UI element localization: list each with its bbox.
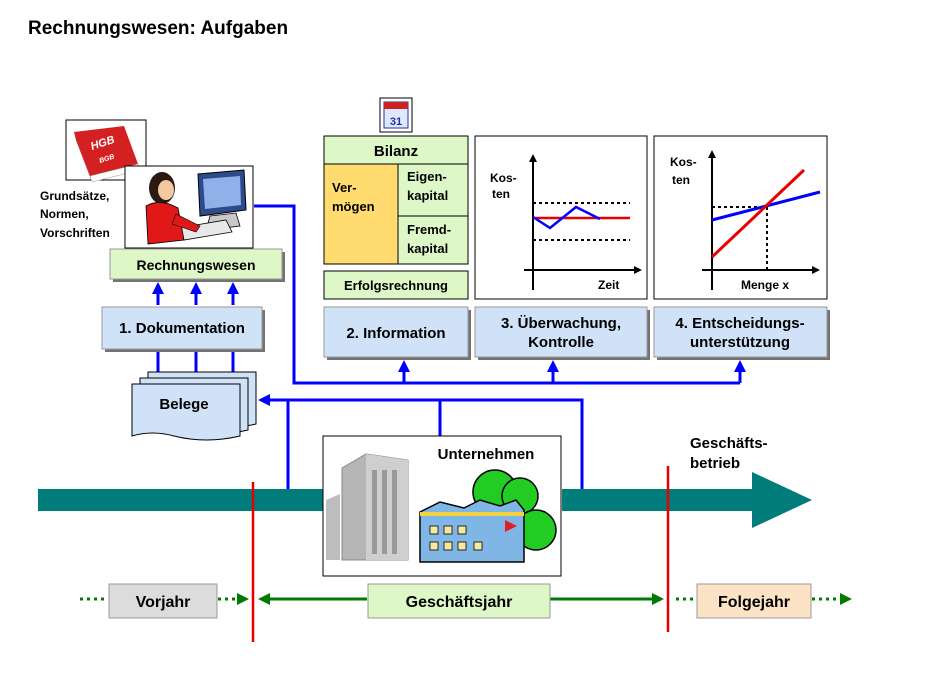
next-year-box xyxy=(696,583,812,619)
company-label: Unternehmen xyxy=(438,446,535,463)
eigenkapital-line-1: Eigen- xyxy=(407,169,447,184)
accountant-at-computer-icon xyxy=(124,165,254,249)
cost-time-ylabel-1: Kos- xyxy=(490,171,517,185)
rechnungswesen-box xyxy=(109,248,283,280)
documentation-arrows xyxy=(152,282,239,305)
vermoegen-line-2: mögen xyxy=(332,199,375,214)
decision-box xyxy=(653,306,828,358)
cost-quantity-xlabel: Menge x xyxy=(741,278,789,292)
fremdkapital-line-2: kapital xyxy=(407,241,448,256)
erfolgsrechnung-label: Erfolgsrechnung xyxy=(344,278,448,293)
current-year-box xyxy=(367,583,551,619)
control-label-1: 3. Überwachung, xyxy=(501,315,621,332)
previous-year-box xyxy=(108,583,218,619)
principles-line-1: Grundsätze, xyxy=(40,189,109,203)
business-label-1: Geschäfts- xyxy=(690,435,768,452)
cost-time-xlabel: Zeit xyxy=(598,278,619,292)
cost-quantity-ylabel-1: Kos- xyxy=(670,155,697,169)
cost-quantity-ylabel-2: ten xyxy=(672,173,690,187)
control-box xyxy=(474,306,648,358)
principles-line-3: Vorschriften xyxy=(40,226,110,240)
cost-time-chart xyxy=(474,135,648,300)
bgb-text: BGB xyxy=(98,153,115,164)
cost-quantity-chart xyxy=(653,135,828,300)
information-label: 2. Information xyxy=(346,325,445,342)
decision-label-1: 4. Entscheidungs- xyxy=(675,315,804,332)
eigenkapital-line-2: kapital xyxy=(407,188,448,203)
documentation-box xyxy=(101,306,263,350)
calendar-icon: 31 xyxy=(379,97,413,133)
information-box xyxy=(323,306,469,358)
next-year-label: Folgejahr xyxy=(718,594,790,611)
principles-line-2: Normen, xyxy=(40,207,89,221)
calendar-number: 31 xyxy=(390,116,402,128)
decision-label-2: unterstützung xyxy=(690,334,790,351)
current-year-label: Geschäftsjahr xyxy=(406,594,513,611)
control-label-2: Kontrolle xyxy=(528,334,594,351)
hgb-book-icon: HGB BGB xyxy=(65,119,147,183)
vermoegen-line-1: Ver- xyxy=(332,180,357,195)
information-flow-lines xyxy=(254,204,746,500)
fremdkapital-line-1: Fremd- xyxy=(407,222,451,237)
rechnungswesen-label: Rechnungswesen xyxy=(136,257,255,273)
belege-label: Belege xyxy=(159,396,208,413)
company-building-icon xyxy=(322,435,562,577)
cost-time-ylabel-2: ten xyxy=(492,187,510,201)
bilanz-table xyxy=(323,135,469,265)
business-label-2: betrieb xyxy=(690,455,740,472)
previous-year-label: Vorjahr xyxy=(136,594,191,611)
belege-document-stack xyxy=(131,371,257,441)
bilanz-title: Bilanz xyxy=(374,143,418,160)
documentation-label: 1. Dokumentation xyxy=(119,320,245,337)
erfolgsrechnung-box xyxy=(323,270,469,300)
page-title: Rechnungswesen: Aufgaben xyxy=(28,18,288,39)
